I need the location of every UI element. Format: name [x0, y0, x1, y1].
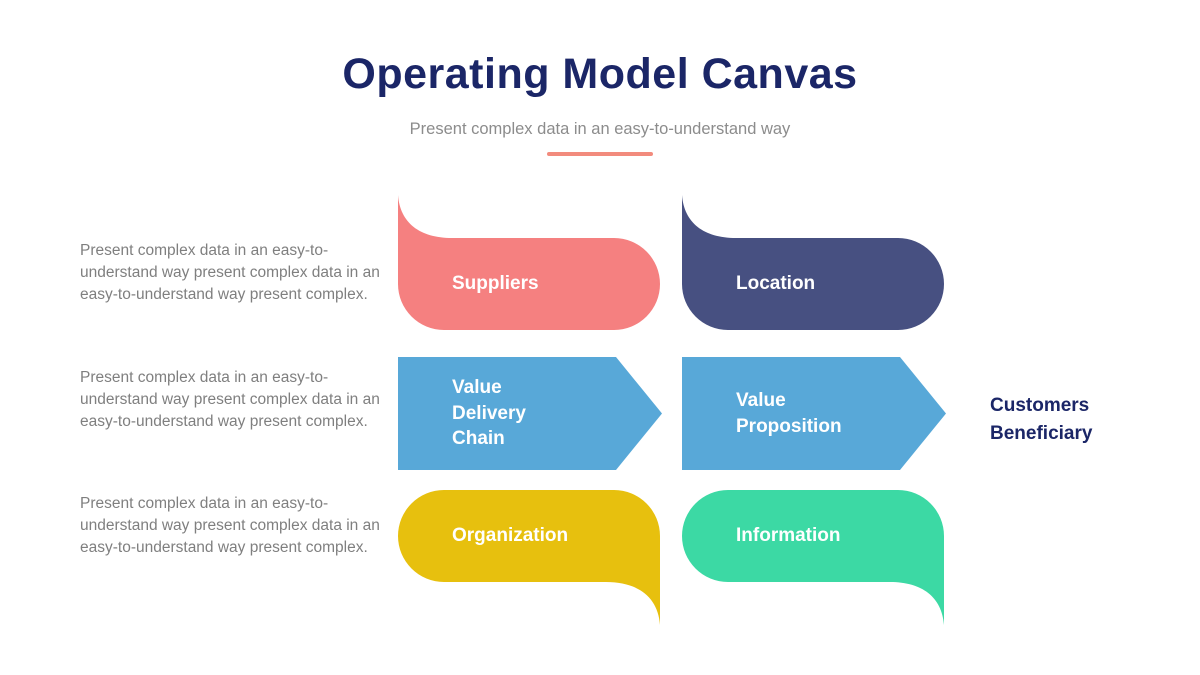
customers-beneficiary-label: Customers Beneficiary [990, 395, 1093, 444]
value-delivery-chain-arrow-shape [398, 357, 662, 470]
value-proposition-arrow-shape [682, 357, 946, 470]
value-delivery-chain-label: Value Delivery Chain [452, 377, 526, 450]
value-proposition-label: Value Proposition [736, 389, 842, 437]
suppliers-bubble-shape [398, 195, 660, 330]
suppliers-label: Suppliers [452, 273, 539, 295]
information-bubble-shape [682, 490, 944, 625]
location-label: Location [736, 273, 816, 295]
description-text-row2: Present complex data in an easy-to-under… [80, 369, 380, 430]
page-title: Operating Model Canvas [342, 50, 858, 98]
accent-underline [547, 152, 653, 156]
organization-label: Organization [452, 525, 569, 547]
page-subtitle: Present complex data in an easy-to-under… [409, 120, 791, 138]
organization-bubble-shape [398, 490, 660, 625]
information-label: Information [736, 525, 841, 547]
description-text-row3: Present complex data in an easy-to-under… [80, 495, 380, 556]
description-text-row1: Present complex data in an easy-to-under… [80, 242, 380, 303]
location-bubble-shape [682, 195, 944, 330]
